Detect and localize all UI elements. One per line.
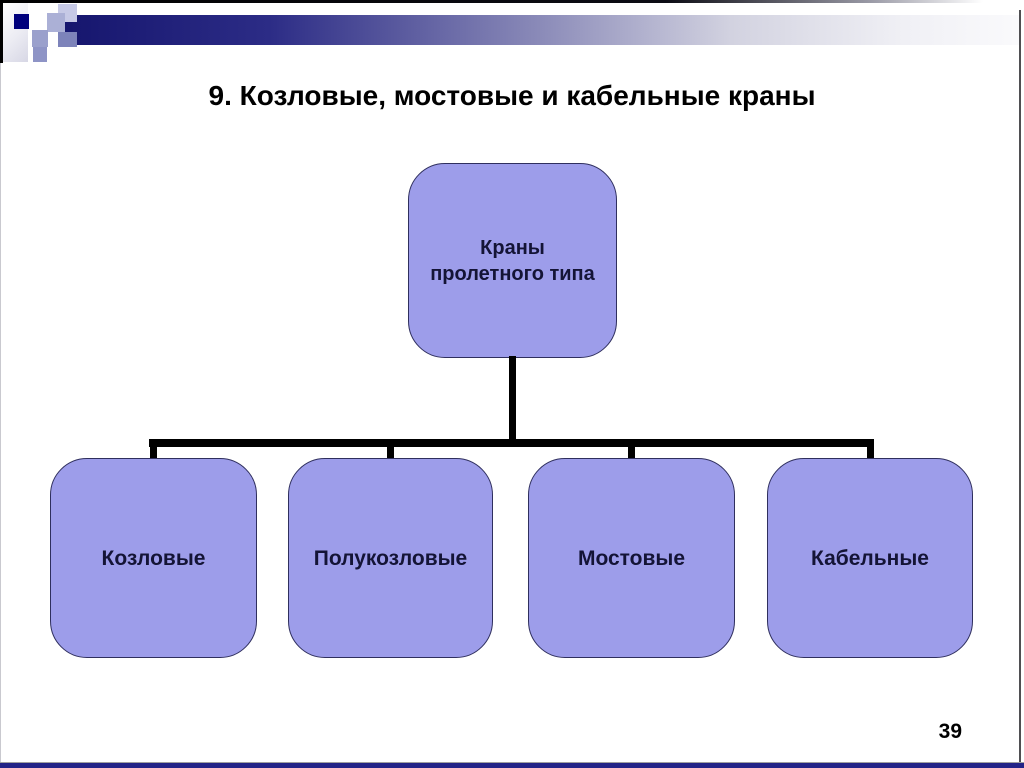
connector-stub-mostovye [628, 446, 635, 459]
left-border-light [0, 63, 1, 768]
page-number: 39 [938, 720, 962, 743]
diagram-node-mostovye-label: Мостовые [577, 546, 686, 570]
corner-panel [3, 3, 28, 62]
bottom-bar [0, 762, 1024, 768]
decor-square-medium [32, 30, 48, 47]
connector-stub-polukozlovye [387, 446, 394, 459]
diagram-node-kabelnye: Кабельные [767, 458, 973, 658]
decor-square-navy [14, 14, 29, 29]
diagram-node-root: Краны пролетного типа [408, 163, 617, 358]
connector-root-stub [509, 356, 516, 439]
diagram-node-polukozlovye-label: Полукозловые [313, 546, 468, 570]
connector-stub-kabelnye [867, 446, 874, 459]
left-border-dark [0, 0, 3, 63]
decor-square-small [33, 47, 47, 62]
diagram-node-kozlovye-label: Козловые [101, 546, 206, 570]
decor-square-lavender [47, 13, 65, 32]
diagram-node-kabelnye-label: Кабельные [811, 546, 929, 570]
decor-square-dark [58, 32, 77, 47]
slide-title: 9. Козловые, мостовые и кабельные краны [208, 80, 816, 111]
header-gradient-band [58, 15, 1019, 45]
diagram-node-root-label: Краны пролетного типа [430, 236, 595, 285]
diagram-node-mostovye: Мостовые [528, 458, 735, 658]
right-border-line [1019, 10, 1021, 768]
connector-stub-kozlovye [150, 446, 157, 459]
connector-horizontal-bar [149, 439, 874, 447]
top-gradient-strip [0, 0, 1024, 3]
diagram-node-polukozlovye: Полукозловые [288, 458, 493, 658]
diagram-node-kozlovye: Козловые [50, 458, 257, 658]
